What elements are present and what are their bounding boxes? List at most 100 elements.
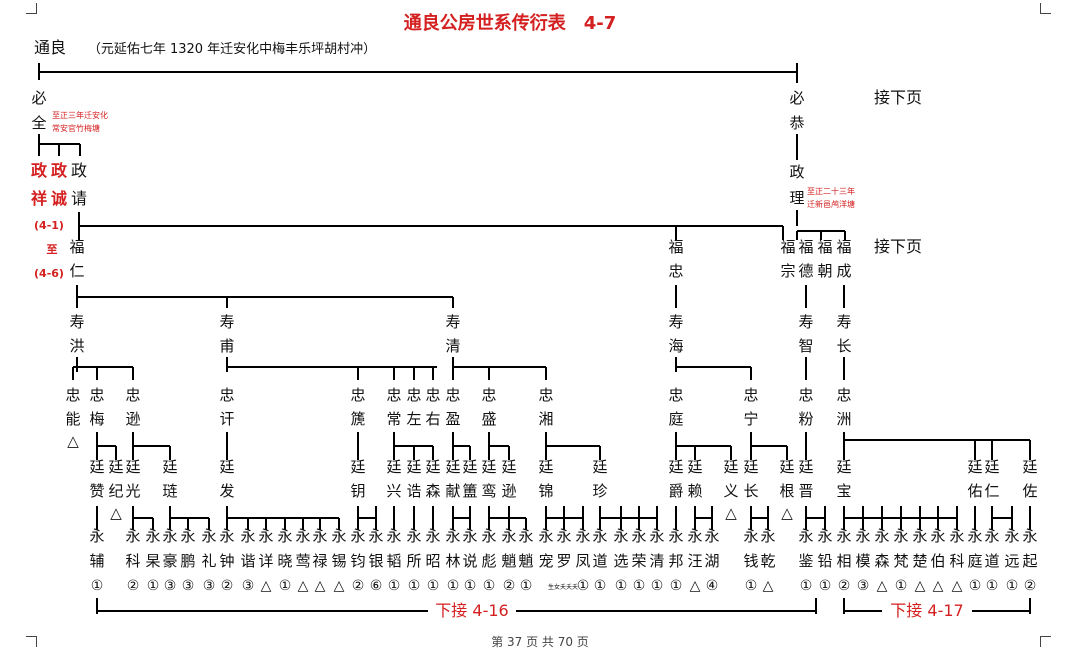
person-name: 寿 [445,313,460,331]
descendant-count: ① [577,578,590,594]
descendant-count: ① [147,578,160,594]
descendant-count: ③ [182,578,195,594]
person-name: 永 [368,527,383,545]
person-name: 诰 [406,482,421,500]
person-name: 诚 [51,189,67,208]
person-name: 钱 [743,552,758,570]
person-name: 成 [836,262,851,280]
person-name: 彪 [481,552,496,570]
person-name: 谐 [240,552,255,570]
descendant-count: ① [895,578,908,594]
no-heir-mark: △ [725,504,737,522]
person-name: 政 [31,161,48,180]
person-name: 永 [556,527,571,545]
person-name: 林 [445,552,460,570]
person-name: 赞 [89,482,104,500]
person-name: 永 [462,527,477,545]
person-name: 宠 [538,552,553,570]
person-name: 道 [984,552,999,570]
person-name: 廷 [798,458,813,476]
person-name: 仁 [984,482,999,500]
person-name: 凤 [575,552,590,570]
person-name: 福 [817,238,832,256]
person-name: 长 [743,482,758,500]
person-name: 永 [649,527,664,545]
descendant-count: ② [127,578,140,594]
label-bg [882,600,972,622]
person-name: 邦 [668,552,683,570]
person-name: 寿 [668,313,683,331]
descendant-count: ① [651,578,664,594]
person-name: 琏 [162,482,177,500]
descendant-count: ① [986,578,999,594]
person-name: 湘 [538,410,553,428]
person-name: 珍 [592,482,607,500]
person-name: 兴 [386,482,401,500]
person-name: 福 [780,238,795,256]
descendant-count: △ [261,578,272,594]
descendant-count: ① [633,578,646,594]
person-name: 廷 [425,458,440,476]
person-name: 永 [312,527,327,545]
person-name: 祥 [31,189,47,208]
person-name: 永 [162,527,177,545]
migration-note: 至正二十三年 [807,186,855,196]
root-note: （元延佑七年 1320 年迁安化中梅丰乐坪胡村冲） [88,42,376,57]
person-name: 所 [406,552,421,570]
person-name: 忠 [386,386,401,404]
person-name: 廷 [501,458,516,476]
continue-next-page-right: 下接 4-17 [890,601,963,620]
person-name: 森 [874,552,889,570]
person-name: 宁 [743,410,758,428]
descendant-count: ① [408,578,421,594]
no-heir-mark: △ [67,432,79,450]
person-name: 忠 [538,386,553,404]
person-name: 福 [798,238,813,256]
person-name: 湖 [704,552,719,570]
descendant-count: ③ [857,578,870,594]
descendant-count: ② [503,578,516,594]
descendant-count: ① [520,578,533,594]
person-name: 永 [406,527,421,545]
crop-mark-top-left [26,3,37,14]
person-name: 永 [874,527,889,545]
descendant-count: ① [969,578,982,594]
person-name: 汪 [687,552,702,570]
person-name: 忠 [125,386,140,404]
person-name: 德 [798,262,813,280]
page-title: 通良公房世系传衍表 4-7 [404,12,617,34]
person-name: 永 [949,527,964,545]
person-name: 忠 [219,386,234,404]
descendant-count: ① [800,578,813,594]
person-name: 忠 [798,386,813,404]
person-name: 永 [704,527,719,545]
person-name: 廷 [984,458,999,476]
person-name: 永 [89,527,104,545]
descendant-count: ① [91,578,104,594]
person-name: 请 [71,189,87,208]
person-name: 宝 [836,482,851,500]
person-name: 长 [836,337,851,355]
descendant-count: ① [670,578,683,594]
person-name: 森 [425,482,440,500]
person-name: 魈 [518,552,533,570]
range-note: 至 [47,243,58,256]
descendant-count: ② [838,578,851,594]
person-name: 粉 [798,410,813,428]
person-name: 永 [592,527,607,545]
person-name: 永 [668,527,683,545]
person-name: 忠 [89,386,104,404]
person-name: 永 [425,527,440,545]
person-name: 永 [145,527,160,545]
person-name: 永 [855,527,870,545]
person-name: 廷 [89,458,104,476]
continue-next-page-left: 下接 4-16 [435,601,508,620]
person-name: 永 [575,527,590,545]
person-name: 忠 [350,386,365,404]
person-name: 科 [949,552,964,570]
person-name: 廷 [592,458,607,476]
person-name: 道 [592,552,607,570]
person-name: 相 [836,552,851,570]
descendant-count: ① [594,578,607,594]
